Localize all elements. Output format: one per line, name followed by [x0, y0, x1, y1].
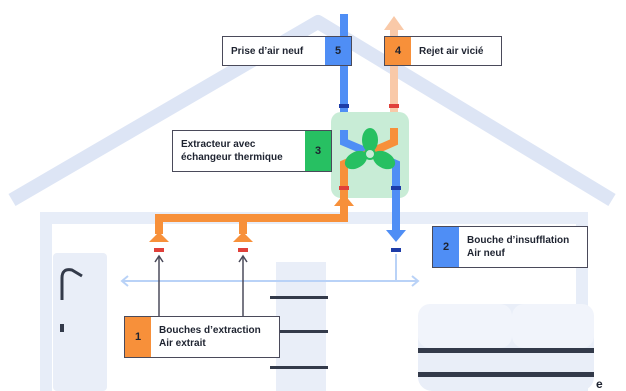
fresh-air-duct: [339, 14, 349, 134]
exhaust-arrow-icon: [384, 16, 404, 30]
fan-icon: [344, 128, 396, 170]
label-fresh-air-intake: Prise d’air neuf 5: [222, 36, 352, 66]
label-extractor-line1: Extracteur avec: [181, 139, 256, 150]
corner-letter: e: [596, 377, 603, 391]
insufflation-duct: [386, 196, 406, 280]
label-insufflation-line1: Bouche d’insufflation: [467, 235, 570, 246]
left-wall: [40, 212, 52, 391]
room-flow-arrows: [120, 275, 420, 287]
shower-icon: [53, 253, 107, 391]
insufflation-arrow-icon: [386, 230, 406, 242]
label-extraction: 1 Bouches d’extraction Air extrait: [124, 316, 280, 358]
label-extractor: Extracteur avec échangeur thermique 3: [172, 130, 332, 172]
wardrobe-icon: [270, 262, 328, 391]
label-fresh-air-intake-text: Prise d’air neuf: [231, 45, 304, 57]
blue-number-badge: 2: [433, 227, 459, 267]
exhaust-duct: [384, 16, 404, 128]
label-extractor-line2: échangeur thermique: [181, 152, 283, 163]
extraction-inlet-arrow-1: [149, 232, 169, 242]
label-insufflation: 2 Bouche d’insufflation Air neuf: [432, 226, 588, 268]
extract-outlet-marker: [339, 186, 349, 190]
sofa-icon: [418, 304, 594, 391]
label-exhaust-text: Rejet air vicié: [419, 45, 484, 57]
label-insufflation-line2: Air neuf: [467, 248, 505, 259]
label-exhaust: 4 Rejet air vicié: [384, 36, 502, 66]
label-extraction-line2: Air extrait: [159, 338, 206, 349]
roof-line: [8, 15, 616, 207]
label-extraction-line1: Bouches d’extraction: [159, 325, 261, 336]
extraction-arrow-icon: [334, 194, 354, 206]
orange-number-badge: 1: [125, 317, 151, 357]
fresh-outlet-marker: [391, 186, 401, 190]
extraction-duct: [149, 194, 354, 252]
extraction-inlet-arrow-2: [233, 232, 253, 242]
extraction-leader-lines: [154, 254, 248, 316]
house-outline: [8, 15, 616, 207]
orange-number-badge: 4: [385, 37, 411, 65]
blue-number-badge: 5: [325, 37, 351, 65]
green-number-badge: 3: [305, 131, 331, 171]
